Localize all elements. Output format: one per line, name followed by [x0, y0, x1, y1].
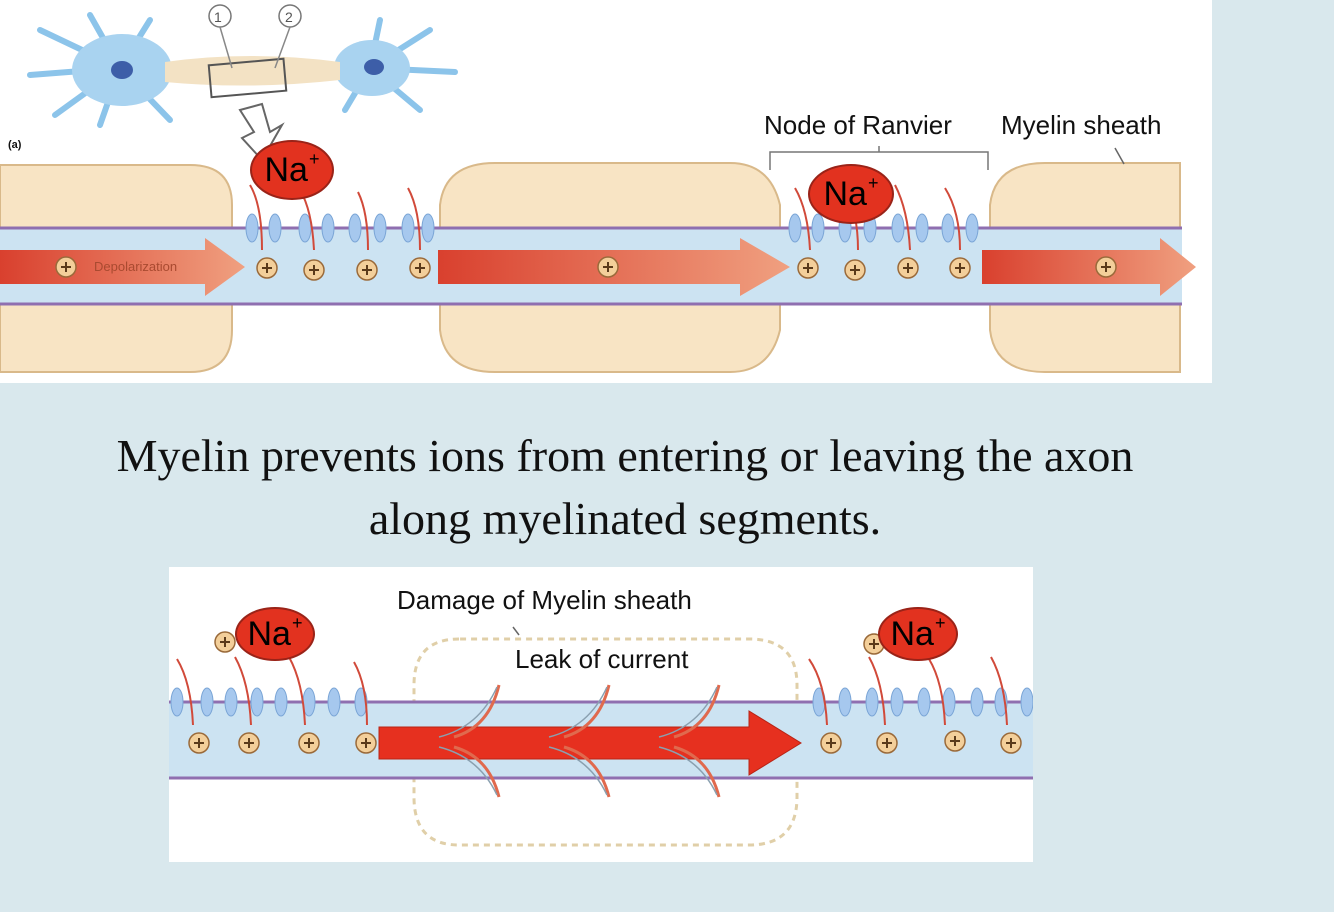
- sodium-symbol: Na: [890, 615, 934, 653]
- positive-charges: [188, 631, 1022, 754]
- caption: Myelin prevents ions from entering or le…: [0, 424, 1250, 550]
- positive-charges: [55, 256, 1117, 281]
- sodium-ion-badge: Na+: [235, 607, 315, 661]
- myelin-sheath-label: Myelin sheath: [1001, 110, 1162, 140]
- neuron-marker-1: 1: [214, 9, 222, 25]
- ion-influx-arrows: [176, 656, 1008, 726]
- node-bracket: [769, 146, 989, 170]
- sodium-charge: +: [291, 613, 303, 633]
- sodium-symbol: Na: [264, 151, 308, 189]
- current-leak-label: Leak of current: [515, 644, 689, 674]
- damage-pointer-line: [512, 626, 520, 636]
- depolarization-label: Depolarization: [94, 259, 178, 274]
- sodium-ion-badge: Na+: [250, 140, 334, 200]
- panel-label: (a): [8, 139, 22, 151]
- caption-line-1: Myelin prevents ions from entering or le…: [116, 430, 1134, 481]
- leak-arrows: [438, 684, 721, 798]
- sodium-charge: +: [867, 173, 879, 193]
- myelin-pointer-line: [1114, 147, 1125, 165]
- myelin-damage-label: Damage of Myelin sheath: [397, 585, 692, 615]
- sodium-charge: +: [934, 613, 946, 633]
- saltatory-conduction-diagram: (a) 1 2 Depolarization Node of Ranvier M…: [0, 0, 1212, 383]
- sodium-symbol: Na: [823, 175, 867, 213]
- sodium-ion-badge: Na+: [808, 164, 894, 224]
- axon-membrane: [0, 226, 1182, 306]
- neuron-thumbnail: [27, 4, 458, 162]
- sodium-ion-badge: Na+: [878, 607, 958, 661]
- damaged-myelin-outline: [412, 637, 799, 847]
- axon-illustration: [0, 4, 1196, 373]
- demyelinated-axon-illustration: [169, 626, 1033, 847]
- demyelination-diagram: Damage of Myelin sheath Leak of current …: [169, 567, 1033, 862]
- neuron-marker-2: 2: [285, 9, 293, 25]
- caption-line-2: along myelinated segments.: [368, 493, 882, 544]
- sodium-channels: [170, 687, 1033, 717]
- node-of-ranvier-label: Node of Ranvier: [764, 110, 952, 140]
- sodium-charge: +: [308, 149, 320, 169]
- sodium-channels: [245, 213, 979, 243]
- sodium-symbol: Na: [247, 615, 291, 653]
